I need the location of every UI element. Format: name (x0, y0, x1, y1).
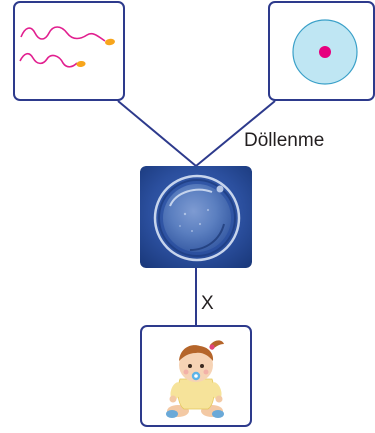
sperm-box (13, 1, 125, 101)
baby-box (140, 325, 252, 427)
development-stage-label: X (201, 293, 214, 314)
zygote-box (140, 166, 252, 268)
egg-box (268, 1, 375, 101)
sperm-cells-icon (19, 26, 115, 68)
baby-illustration-icon (166, 340, 224, 418)
egg-cell-icon (292, 19, 358, 85)
connector-egg-to-zygote (195, 100, 276, 167)
zygote-micrograph-icon (140, 166, 252, 268)
fertilization-label: Döllenme (244, 130, 325, 151)
connector-sperm-to-zygote (117, 100, 197, 167)
